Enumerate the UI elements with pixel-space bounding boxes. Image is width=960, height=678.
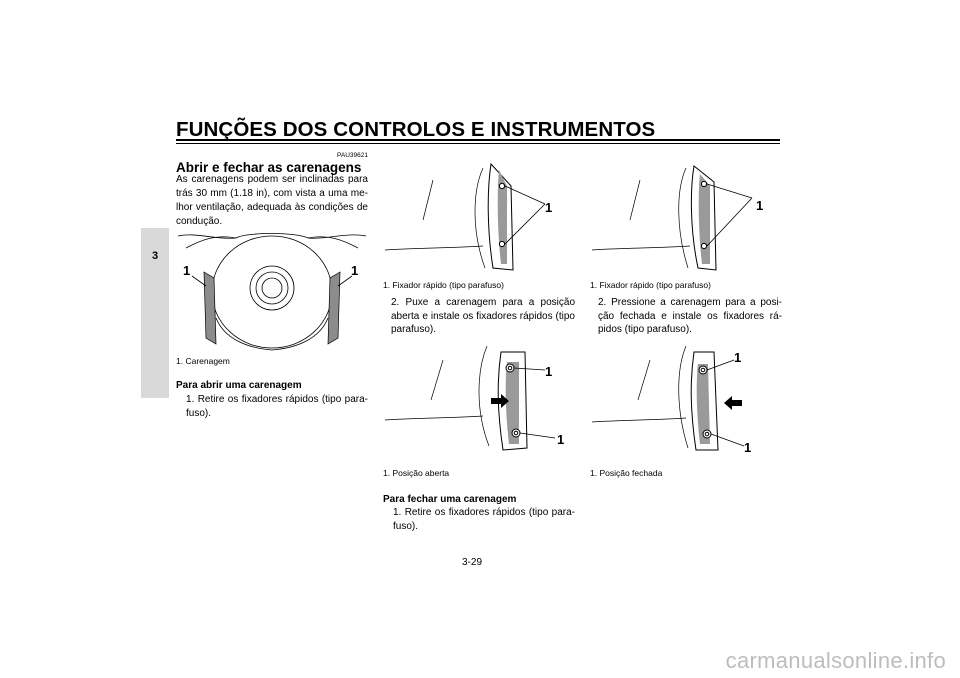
callout-1: 1: [756, 198, 763, 213]
callout-1: 1: [545, 200, 552, 215]
figure-1-caption: 1. Carenagem: [176, 356, 230, 366]
figure-carenagem: 1 1: [177, 233, 367, 351]
open-heading: Para abrir uma carenagem: [176, 380, 302, 391]
intro-paragraph: As carenagens podem ser inclinadas para …: [176, 174, 368, 227]
chapter-number: 3: [151, 250, 159, 262]
close-step-2: 2. Pressione a carenagem para a posi-ção…: [598, 297, 782, 336]
figure-fixador-open-before: 1: [384, 162, 552, 271]
close-heading: Para fechar uma carenagem: [383, 494, 517, 505]
watermark: carmanualsonline.info: [725, 648, 946, 673]
figure-posicao-fechada: 1 1: [591, 345, 751, 454]
left-fairing-shape: [203, 271, 217, 345]
open-step-1: 1. Retire os fixadores rápidos (tipo par…: [186, 394, 368, 419]
fairing-panel-closed-2: [696, 364, 710, 444]
figure-fixador-close-before: 1: [591, 165, 763, 271]
callout-1-right: 1: [351, 263, 358, 278]
callout-1-bottom: 1: [744, 440, 751, 454]
chapter-tab: 3: [141, 228, 169, 398]
section-code: PAU39621: [337, 152, 368, 159]
figure-2-caption: 1. Fixador rápido (tipo parafuso): [383, 280, 504, 290]
push-arrow-icon: [724, 396, 742, 410]
open-step-2: 2. Puxe a carenagem para a posição abert…: [391, 297, 575, 336]
pull-arrow-icon: [491, 394, 509, 408]
callout-1-bottom: 1: [557, 432, 564, 447]
fairing-panel: [497, 170, 507, 264]
right-fairing-shape: [327, 271, 341, 345]
figure-posicao-aberta: 1 1: [384, 345, 564, 451]
callout-1-top: 1: [734, 350, 741, 365]
callout-1-left: 1: [183, 263, 190, 278]
section-title: Abrir e fechar as carenagens: [176, 160, 362, 175]
fairing-panel-open: [505, 362, 519, 444]
close-step-1: 1. Retire os fixadores rápidos (tipo par…: [393, 507, 575, 532]
callout-1-top: 1: [545, 364, 552, 379]
page-header-title: FUNÇÕES DOS CONTROLOS E INSTRUMENTOS: [176, 118, 656, 141]
figure-3-caption: 1. Posição aberta: [383, 468, 450, 478]
page-number: 3-29: [462, 557, 483, 568]
fairing-panel-closed: [698, 174, 710, 264]
header-rule-thin: [176, 143, 780, 144]
figure-5-caption: 1. Posição fechada: [590, 468, 663, 478]
header-rule: [176, 139, 780, 141]
figure-4-caption: 1. Fixador rápido (tipo parafuso): [590, 280, 711, 290]
